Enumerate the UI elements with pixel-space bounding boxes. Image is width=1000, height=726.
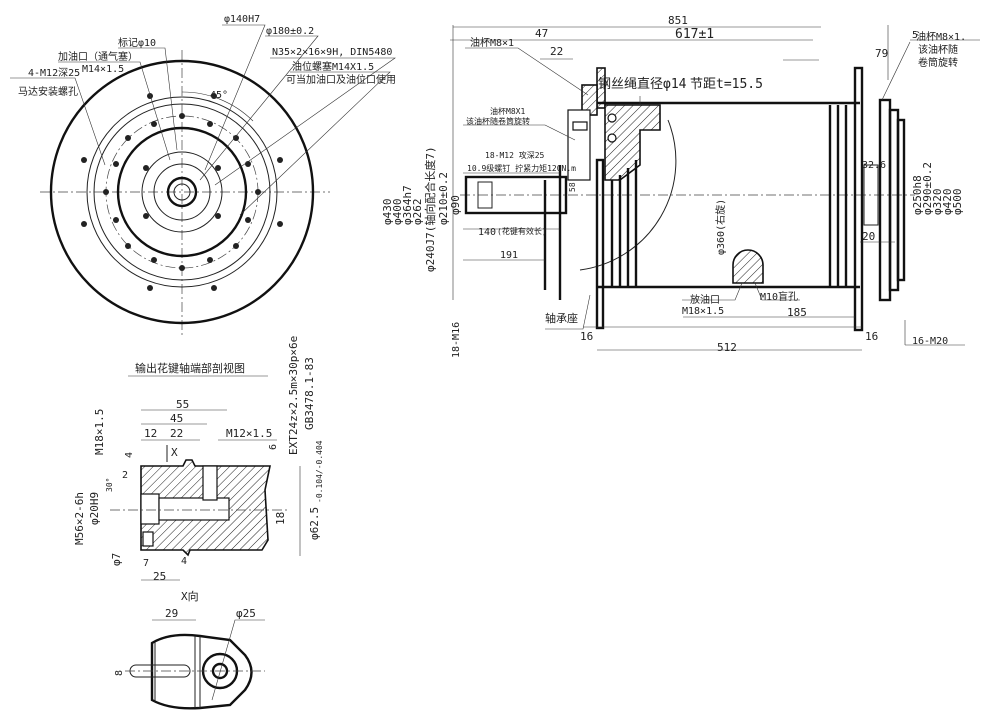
output-shaft: [464, 175, 568, 215]
dia-label: φ500: [951, 189, 964, 216]
dim-32-6: 32.6: [862, 160, 886, 171]
dia-label: φ364h7: [401, 185, 414, 225]
dim-47: 47: [535, 27, 548, 40]
label-drain: 放油口: [690, 293, 720, 306]
dia-label: φ250h8: [911, 175, 924, 215]
dim-140-note: (花键有效长): [497, 226, 547, 236]
dim-851: 851: [668, 14, 688, 27]
dim-512: 512: [717, 341, 737, 354]
dia-label: φ240J7(轴向配合长度7): [423, 146, 437, 272]
label-m18: M18×1.5: [93, 409, 106, 455]
dia-label: φ210±0.2: [437, 172, 450, 225]
label-mark: 标记φ10: [118, 37, 156, 49]
dim-22: 22: [550, 45, 563, 58]
label-phi7: φ7: [110, 553, 123, 566]
dim-4a: 4: [124, 452, 135, 458]
label-phi62: φ62.5: [308, 507, 321, 540]
label-bearing-seat: 轴承座: [545, 311, 578, 325]
dim-185: 185: [787, 306, 807, 319]
label-bolts-note: 10.9级螺钉 拧紧力矩120N.m: [467, 163, 576, 173]
label-phi180: φ180±0.2: [266, 26, 314, 37]
label-m56: M56×2-6h: [73, 492, 86, 545]
dim-12: 12: [144, 427, 157, 440]
dim-20: 20: [862, 230, 875, 243]
front-view: φ140H7 φ180±0.2 N35×2×16×9H, DIN5480 油位螺…: [10, 14, 396, 335]
dia-label: φ400: [391, 199, 404, 226]
label-phi25: φ25: [236, 607, 256, 620]
dim-617: 617±1: [675, 27, 714, 42]
label-angle: 45°: [210, 90, 228, 101]
label-cup-inner-note: 该油杯随卷筒旋转: [466, 116, 530, 126]
label-cup-right: 油杯M8×1.: [916, 30, 966, 43]
side-view: 851 47 617±1 22 79 5: [381, 14, 980, 358]
label-cup-right-note1: 该油杯随: [918, 43, 958, 56]
dia-label: φ290±0.2: [921, 162, 934, 215]
left-diameter-labels: φ430 φ400 φ364h7 φ262 φ240J7(轴向配合长度7) φ2…: [381, 146, 462, 272]
label-m16: 18-M16: [451, 322, 462, 358]
dia-label: φ420: [941, 189, 954, 216]
dia-label: φ262: [411, 199, 424, 226]
label-cup-inner: 油杯M8X1: [490, 106, 525, 116]
dim-16a: 16: [580, 330, 593, 343]
label-oil-plug: 油位螺塞M14X1.5: [292, 60, 374, 73]
section-title: 输出花键轴端部剖视图: [135, 361, 245, 375]
label-motor-holes: 4-M12深25: [28, 67, 80, 79]
label-m20: 16-M20: [912, 336, 948, 347]
label-oil-plug-note: 可当加油口及油位口使用: [286, 73, 396, 86]
label-phi20: φ20H9: [88, 492, 101, 525]
dim-18: 18: [274, 512, 287, 525]
dim-5: 5: [912, 30, 918, 41]
label-gb-standard: GB3478.1-83: [303, 357, 316, 430]
label-motor-holes-note: 马达安装螺孔: [18, 85, 78, 98]
label-spline: N35×2×16×9H, DIN5480: [272, 47, 392, 58]
spline-section-view: 输出花键轴端部剖视图 55 45 12 22 M12×1.5 6 X M18×1…: [73, 336, 324, 583]
label-cup-left: 油杯M8×1: [470, 36, 514, 49]
dim-79: 79: [875, 47, 888, 60]
dim-30deg: 30°: [105, 478, 114, 492]
rope-grooves: [610, 105, 848, 288]
dim-16b: 16: [865, 330, 878, 343]
label-ext-spline: EXT24z×2.5m×30p×6e: [287, 336, 300, 455]
dia-label: φ320: [931, 189, 944, 216]
dim-4b: 4: [181, 556, 187, 567]
dim-25: 25: [153, 570, 166, 583]
label-fill-port-thread: M14×1.5: [82, 64, 124, 75]
dim-58: 58: [568, 182, 577, 192]
right-diameter-labels: φ250h8 φ290±0.2 φ320 φ420 φ500: [911, 162, 964, 215]
dim-140: 140: [478, 227, 496, 238]
label-fill-port: 加油口（通气塞）: [58, 50, 138, 63]
dim-22-section: 22: [170, 427, 183, 440]
dim-2: 2: [122, 470, 128, 481]
dim-7: 7: [143, 558, 149, 569]
dim-8: 8: [114, 670, 125, 676]
dim-55: 55: [176, 398, 189, 411]
label-phi140: φ140H7: [224, 14, 260, 25]
dim-191: 191: [500, 250, 518, 261]
label-drum-dia: φ360(右旋): [714, 199, 727, 255]
label-rope: 钢丝绳直径φ14: [598, 77, 687, 92]
dim-29: 29: [165, 607, 178, 620]
outer-flange-circle: [49, 59, 315, 325]
label-phi62-tol: -0.104/-0.404: [315, 440, 324, 503]
dim-45: 45: [170, 412, 183, 425]
label-bolts: 18-M12 攻深25: [485, 150, 545, 160]
dia-label: φ90: [449, 195, 462, 215]
x-view-title: X向: [181, 589, 199, 603]
label-pitch: 节距t=15.5: [690, 77, 763, 92]
bolt-holes: [81, 93, 283, 291]
dim-6: 6: [268, 444, 279, 450]
label-m12: M12×1.5: [226, 427, 272, 440]
right-flange: [853, 66, 864, 332]
dia-label: φ430: [381, 199, 394, 226]
label-x-mark: X: [171, 446, 178, 459]
label-blind-hole: M10盲孔: [760, 290, 798, 303]
label-cup-right-note2: 卷筒旋转: [918, 56, 958, 69]
x-direction-view: X向 29 φ25 8: [114, 589, 265, 710]
label-drain-thread: M18×1.5: [682, 306, 724, 317]
